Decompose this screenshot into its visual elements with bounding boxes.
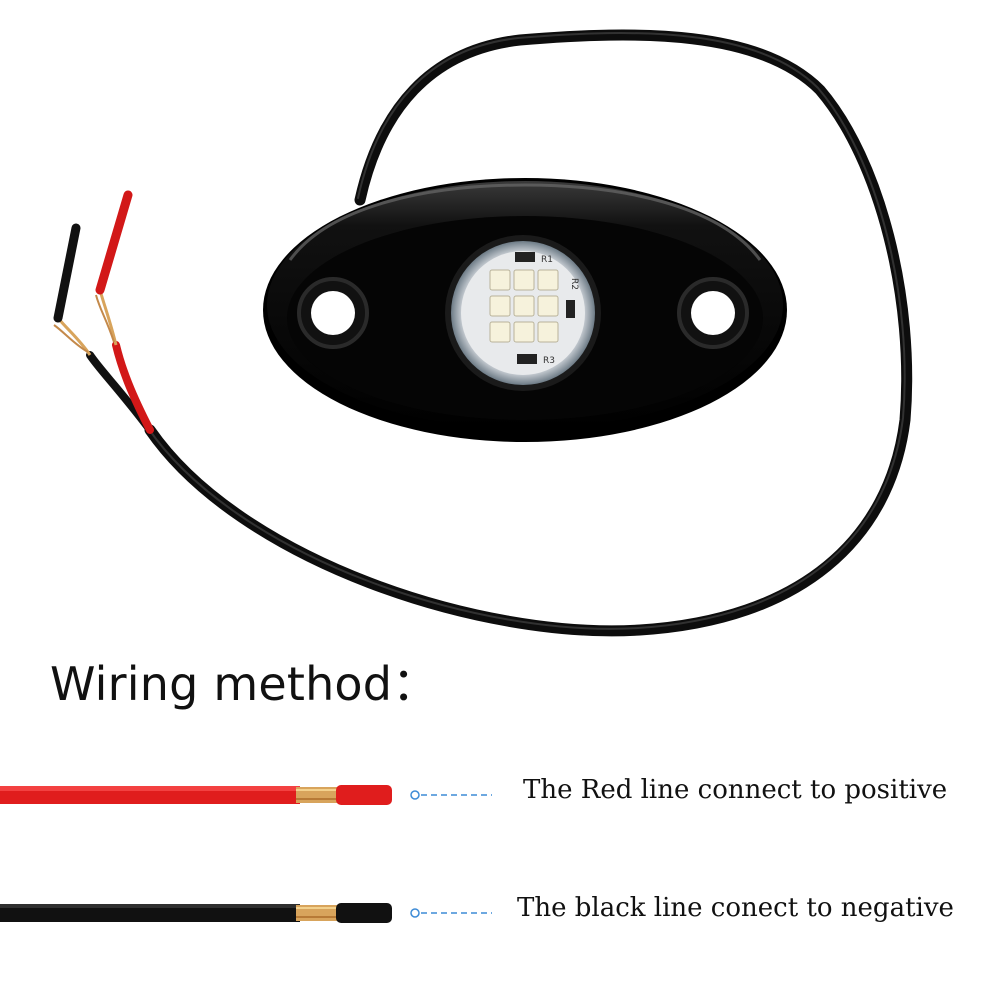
led-module: R1 R3 R2 [445,235,601,391]
pcb-label-r3: R3 [543,356,555,366]
wiring-method-heading: Wiring method： [50,657,439,711]
red-wire-label: The Red line connect to positive [523,775,948,805]
rock-light-illustration: R1 R3 R2 [53,29,913,637]
power-cable [144,29,913,637]
red-wire-row: The Red line connect to positive [0,775,1001,815]
connector-dot-icon [410,908,420,918]
copper-strands-red [98,289,118,346]
connector-dot-icon [410,790,420,800]
pcb-label-r2: R2 [569,278,579,290]
mounting-hole-right [677,277,749,349]
black-wire-label: The black line conect to negative [517,893,954,923]
black-wire-row: The black line conect to negative [0,893,1001,933]
red-lead [112,341,154,434]
mounting-hole-left [297,277,369,349]
red-wire-graphic [0,785,492,805]
black-wire-graphic [0,903,492,923]
pcb-label-r1: R1 [541,255,553,265]
led-chip-grid [489,269,559,343]
